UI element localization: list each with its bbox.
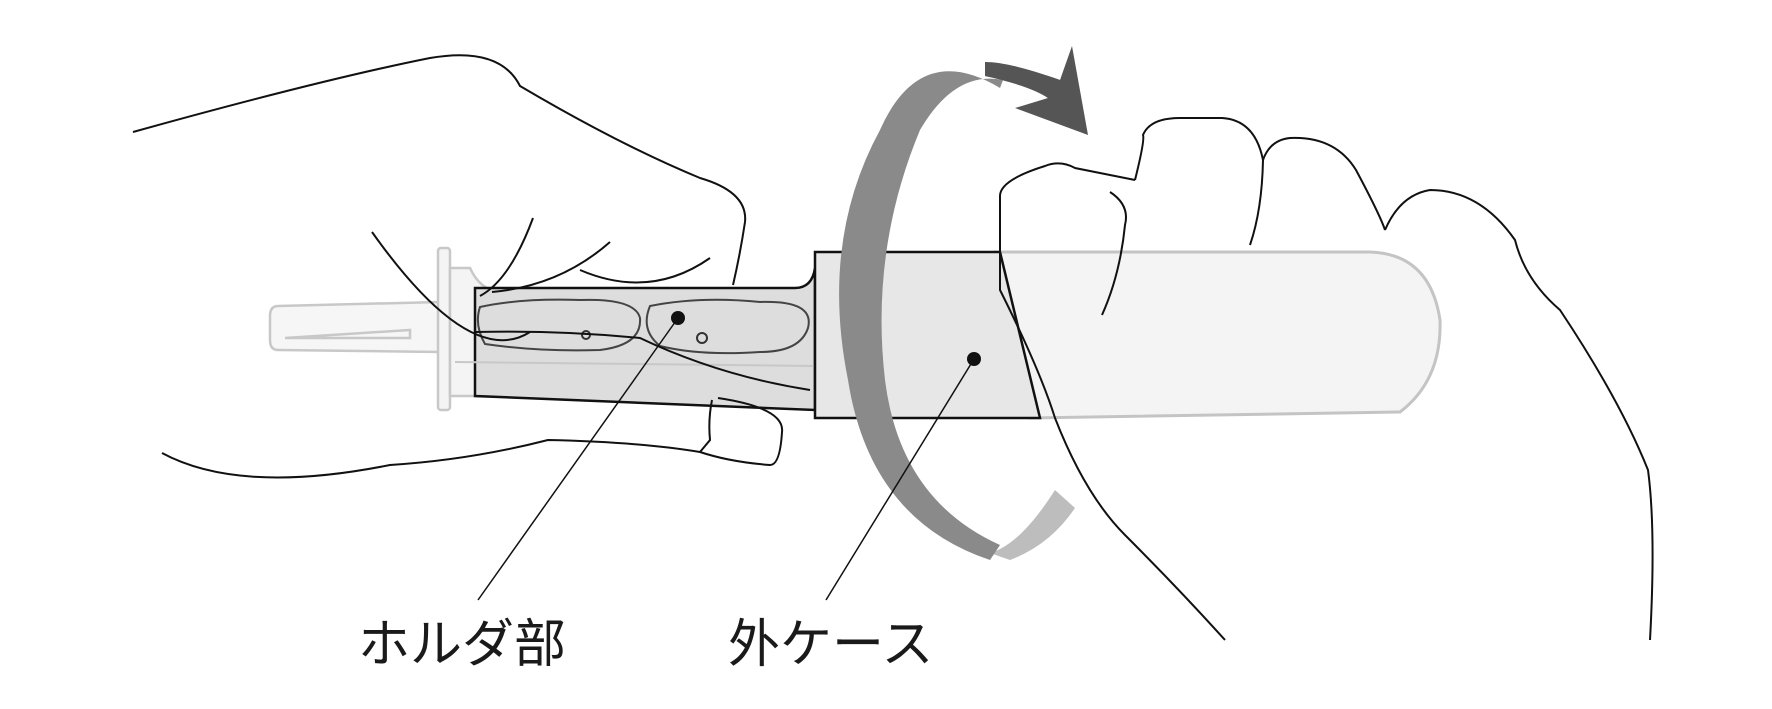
rotation-arrow-ring	[839, 71, 1003, 560]
holder-body	[473, 267, 817, 412]
outer-case-callout: 外ケース	[728, 352, 981, 675]
outer-case-pale-tip	[993, 250, 1442, 420]
outer-case-callout-dot	[967, 352, 981, 366]
holder-label: ホルダ部	[358, 615, 566, 675]
outer-case-leader-line	[825, 358, 975, 601]
right-hand	[999, 117, 1654, 641]
holder-indicator-right	[696, 332, 708, 344]
holder-callout-dot	[671, 311, 685, 325]
holder-leader-line	[477, 317, 679, 601]
rotation-arrow-front-segment	[985, 62, 1060, 98]
outer-case	[813, 250, 1442, 420]
left-hand	[132, 54, 811, 479]
outer-case-label: 外ケース	[728, 615, 933, 675]
rotation-arrow-lower-tail	[990, 490, 1075, 560]
plunger-rod	[268, 300, 442, 354]
holder-callout: ホルダ部	[358, 311, 685, 675]
